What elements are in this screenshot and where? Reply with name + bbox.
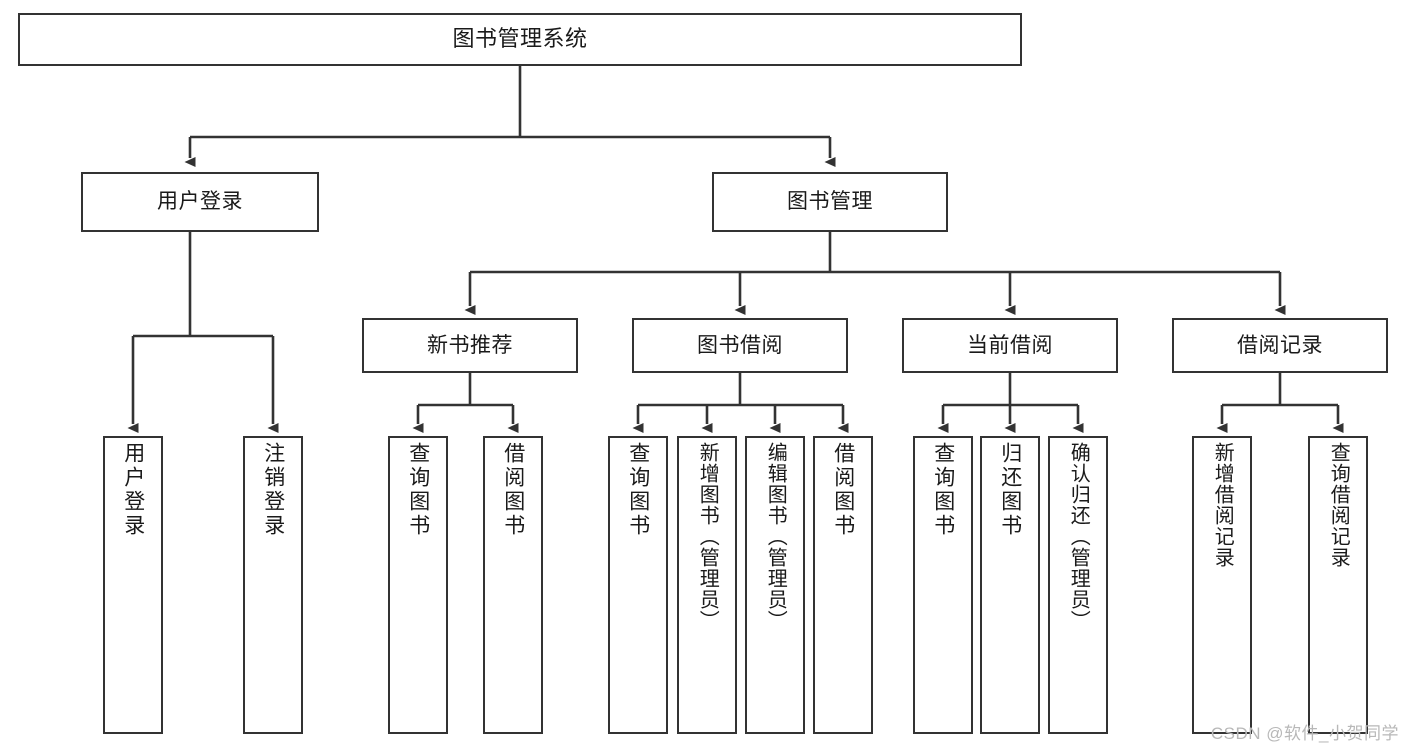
node-leaf-edit-book-admin[interactable]: 编辑图书（管理员） xyxy=(745,436,805,734)
node-leaf-query-book-current[interactable]: 查询图书 xyxy=(913,436,973,734)
node-leaf-query-book-recommend[interactable]: 查询图书 xyxy=(388,436,448,734)
node-label: 当前借阅 xyxy=(967,333,1053,357)
node-leaf-query-book-borrow[interactable]: 查询图书 xyxy=(608,436,668,734)
node-new-book-recommend[interactable]: 新书推荐 xyxy=(362,318,578,373)
node-label: 借阅图书 xyxy=(501,442,525,538)
node-leaf-user-login[interactable]: 用户登录 xyxy=(103,436,163,734)
node-label: 用户登录 xyxy=(121,442,145,538)
node-leaf-logout[interactable]: 注销登录 xyxy=(243,436,303,734)
node-label: 图书管理 xyxy=(787,190,873,214)
node-label: 新增借阅记录 xyxy=(1211,442,1234,568)
node-label: 查询图书 xyxy=(626,442,650,538)
node-label: 查询借阅记录 xyxy=(1327,442,1350,568)
csdn-watermark: CSDN @软件_小贺同学 xyxy=(1210,724,1399,743)
node-label: 借阅图书 xyxy=(831,442,855,538)
node-label: 查询图书 xyxy=(406,442,430,538)
node-label: 用户登录 xyxy=(157,190,243,214)
node-leaf-add-borrow-record[interactable]: 新增借阅记录 xyxy=(1192,436,1252,734)
node-label: 注销登录 xyxy=(261,442,285,538)
node-label: 图书借阅 xyxy=(697,333,783,357)
node-leaf-query-borrow-record[interactable]: 查询借阅记录 xyxy=(1308,436,1368,734)
node-label: 确认归还（管理员） xyxy=(1067,442,1090,631)
node-label: 图书管理系统 xyxy=(452,26,588,52)
node-book-borrow[interactable]: 图书借阅 xyxy=(632,318,848,373)
node-leaf-add-book-admin[interactable]: 新增图书（管理员） xyxy=(677,436,737,734)
node-label: 归还图书 xyxy=(998,442,1022,538)
node-leaf-confirm-return-admin[interactable]: 确认归还（管理员） xyxy=(1048,436,1108,734)
node-leaf-borrow-book[interactable]: 借阅图书 xyxy=(813,436,873,734)
node-borrow-record[interactable]: 借阅记录 xyxy=(1172,318,1388,373)
node-label: 查询图书 xyxy=(931,442,955,538)
node-book-management[interactable]: 图书管理 xyxy=(712,172,948,232)
node-label: 编辑图书（管理员） xyxy=(764,442,787,631)
node-leaf-borrow-book-recommend[interactable]: 借阅图书 xyxy=(483,436,543,734)
node-user-login[interactable]: 用户登录 xyxy=(81,172,319,232)
node-root-book-management-system[interactable]: 图书管理系统 xyxy=(18,13,1022,66)
node-leaf-return-book[interactable]: 归还图书 xyxy=(980,436,1040,734)
node-label: 新书推荐 xyxy=(427,333,513,357)
node-label: 借阅记录 xyxy=(1237,333,1323,357)
node-label: 新增图书（管理员） xyxy=(696,442,719,631)
node-current-borrow[interactable]: 当前借阅 xyxy=(902,318,1118,373)
